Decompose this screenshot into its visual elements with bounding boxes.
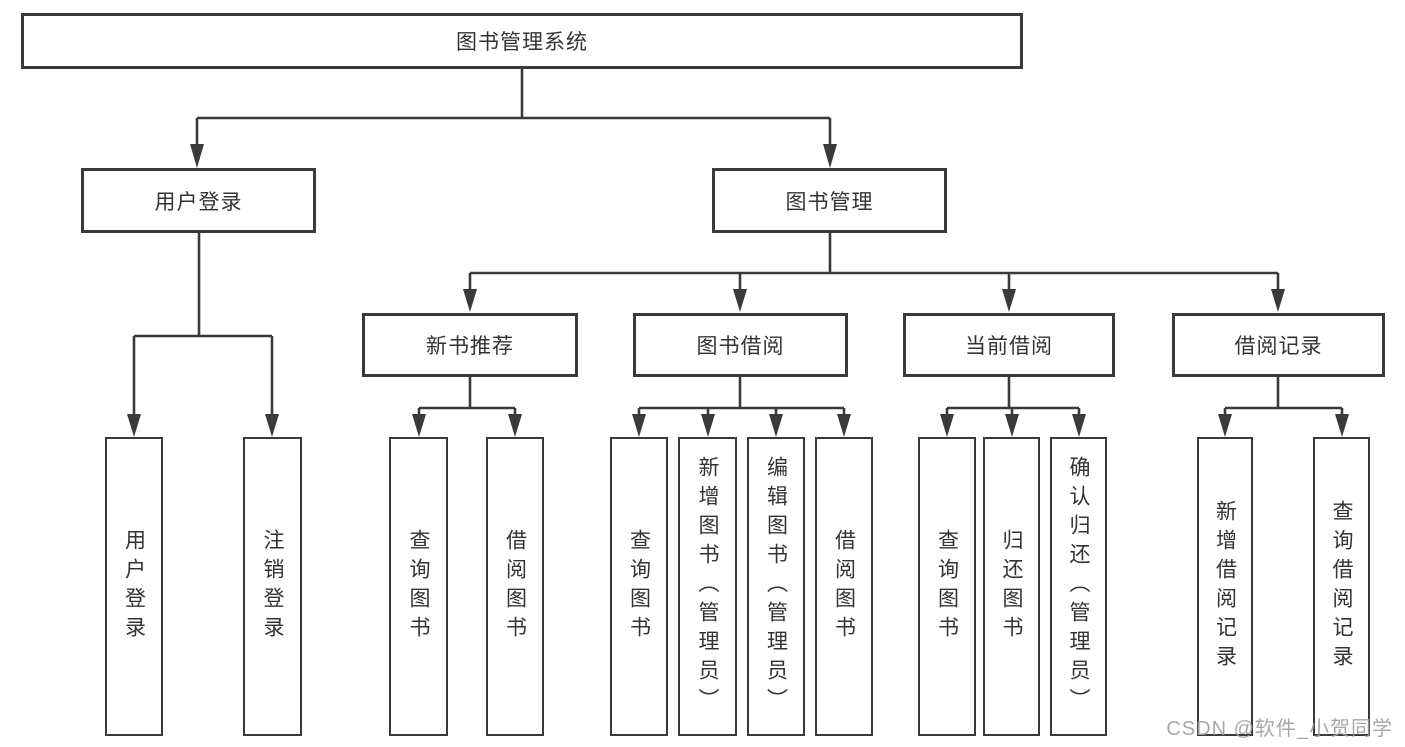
leaf-user-login-label: 用户登录: [122, 528, 146, 645]
leaf-logout-label: 注销登录: [261, 528, 284, 645]
leaf-borrow-books-borrowing: 借阅图书: [815, 437, 873, 736]
node-user-login: 用户登录: [81, 168, 316, 233]
leaf-add-book-admin-label: 新增图书（管理员）: [696, 456, 719, 717]
node-current-borrowing: 当前借阅: [903, 313, 1115, 377]
leaf-return-books-label: 归还图书: [1000, 528, 1023, 645]
leaf-logout: 注销登录: [243, 437, 302, 736]
leaf-edit-book-admin: 编辑图书（管理员）: [747, 437, 805, 736]
node-book-borrowing: 图书借阅: [633, 313, 848, 377]
leaf-return-books: 归还图书: [983, 437, 1040, 736]
leaf-query-borrow-record-label: 查询借阅记录: [1330, 499, 1353, 674]
leaf-add-borrow-record-label: 新增借阅记录: [1213, 499, 1237, 674]
leaf-query-books-borrowing: 查询图书: [610, 437, 668, 736]
leaf-query-books-recommend: 查询图书: [389, 437, 448, 736]
leaf-borrow-books-borrowing-label: 借阅图书: [832, 528, 856, 645]
leaf-query-books-current: 查询图书: [918, 437, 976, 736]
node-new-book-recommend: 新书推荐: [362, 313, 578, 377]
leaf-query-books-recommend-label: 查询图书: [407, 528, 430, 645]
leaf-confirm-return-admin-label: 确认归还（管理员）: [1067, 456, 1090, 717]
csdn-watermark: CSDN @软件_小贺同学: [1166, 718, 1393, 740]
leaf-user-login: 用户登录: [105, 437, 163, 736]
leaf-query-books-current-label: 查询图书: [935, 528, 959, 645]
leaf-add-borrow-record: 新增借阅记录: [1197, 437, 1253, 736]
leaf-query-books-borrowing-label: 查询图书: [627, 528, 651, 645]
leaf-confirm-return-admin: 确认归还（管理员）: [1050, 437, 1107, 736]
node-borrowing-records: 借阅记录: [1172, 313, 1385, 377]
leaf-borrow-books-recommend: 借阅图书: [486, 437, 544, 736]
leaf-add-book-admin: 新增图书（管理员）: [678, 437, 737, 736]
leaf-edit-book-admin-label: 编辑图书（管理员）: [764, 456, 788, 717]
leaf-borrow-books-recommend-label: 借阅图书: [503, 528, 527, 645]
node-book-management: 图书管理: [712, 168, 947, 233]
leaf-query-borrow-record: 查询借阅记录: [1313, 437, 1370, 736]
node-library-management-system: 图书管理系统: [21, 13, 1023, 69]
